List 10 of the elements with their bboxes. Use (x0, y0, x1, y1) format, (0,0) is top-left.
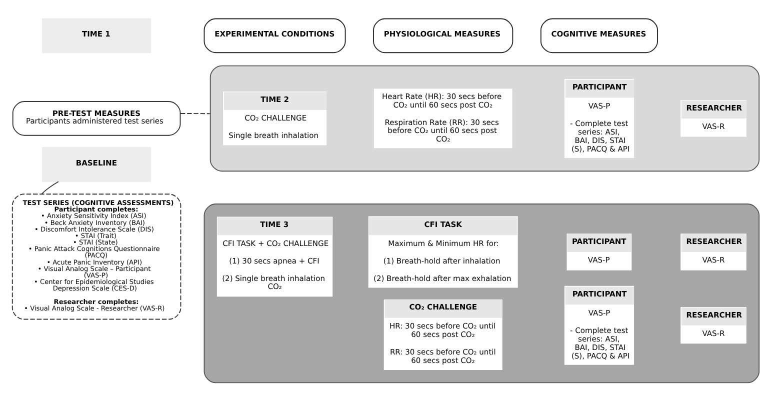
node-box: Heart Rate (HR): 30 secs before CO₂ until 60 secs post CO₂ Respiration Rate (RR): 30 secs before CO₂ until 60 secs post CO₂ (374, 88, 512, 148)
node-box: BASELINE (42, 146, 152, 182)
cluster (204, 203, 760, 383)
node-box: PRE-TEST MEASURES Participants administered test series (12, 100, 181, 136)
node-box: COGNITIVE MEASURES (540, 18, 658, 53)
connector (180, 112, 211, 114)
connector (41, 180, 59, 194)
cluster (210, 64, 760, 172)
node-box: EXPERIMENTAL CONDITIONS (204, 18, 346, 53)
node-box: PHYSIOLOGICAL MEASURES (373, 18, 514, 53)
